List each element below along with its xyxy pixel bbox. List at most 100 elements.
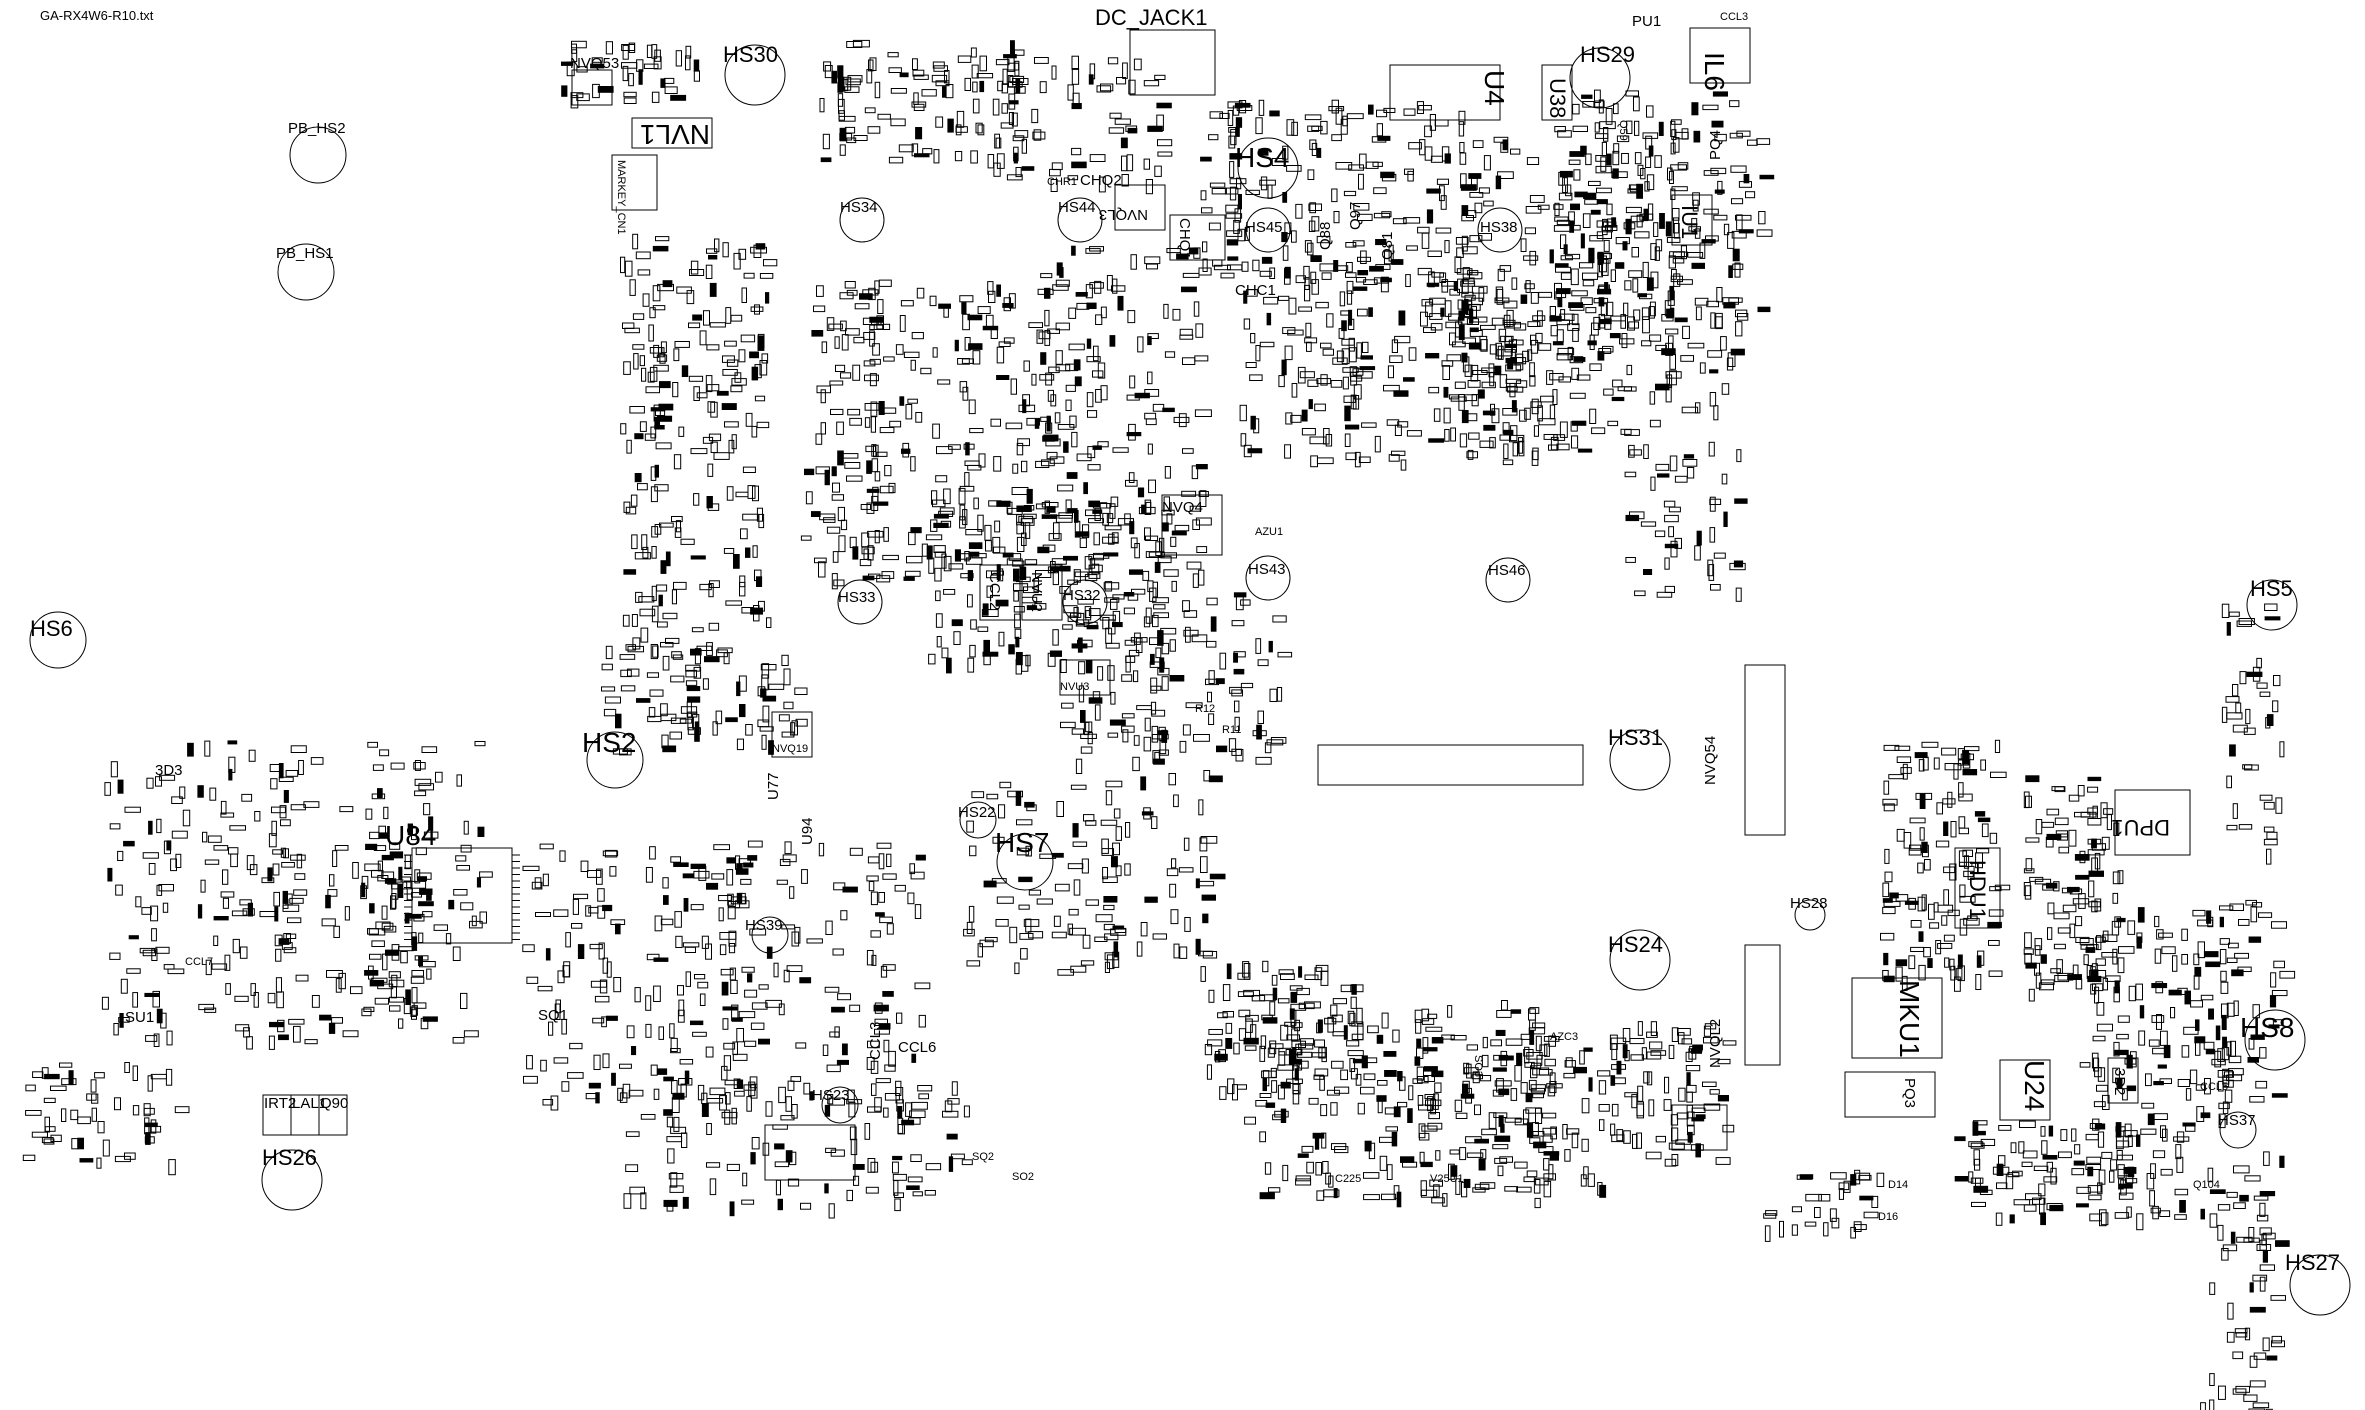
- smd-footprint: [723, 1042, 736, 1050]
- smd-footprint: [1317, 1019, 1323, 1033]
- smd-footprint: [832, 551, 839, 563]
- smd-footprint: [2232, 724, 2248, 733]
- smd-footprint: [50, 1134, 62, 1142]
- smd-footprint: [1531, 450, 1539, 466]
- smd-footprint: [1553, 225, 1571, 232]
- smd-footprint: [1169, 639, 1176, 652]
- smd-footprint: [1943, 821, 1949, 836]
- smd-footprint: [1598, 99, 1604, 114]
- smd-footprint: [1918, 931, 1924, 942]
- smd-footprint: [239, 899, 252, 906]
- smd-footprint: [998, 804, 1006, 819]
- smd-footprint: [1570, 268, 1579, 286]
- smd-footprint: [912, 1191, 923, 1197]
- smd-footprint: [2175, 1144, 2182, 1160]
- smd-footprint: [1963, 917, 1980, 926]
- smd-footprint: [1207, 1039, 1223, 1047]
- smd-footprint: [825, 920, 833, 935]
- smd-footprint: [2150, 1163, 2156, 1179]
- smd-footprint: [1672, 258, 1685, 264]
- smd-footprint: [820, 157, 832, 163]
- smd-footprint: [1262, 960, 1269, 973]
- smd-footprint: [1007, 507, 1023, 515]
- smd-footprint: [635, 591, 643, 603]
- smd-footprint: [1006, 174, 1023, 181]
- smd-footprint: [2019, 1120, 2036, 1128]
- smd-footprint: [1564, 253, 1581, 260]
- smd-footprint: [1490, 1039, 1503, 1047]
- smd-footprint: [1040, 273, 1053, 279]
- smd-footprint: [1888, 774, 1905, 780]
- smd-footprint: [1258, 148, 1269, 156]
- smd-footprint: [886, 853, 892, 868]
- smd-footprint: [966, 921, 973, 935]
- smd-footprint: [1883, 780, 1890, 795]
- smd-footprint: [534, 877, 542, 889]
- smd-footprint: [1353, 203, 1370, 211]
- smd-footprint: [1391, 259, 1404, 265]
- smd-footprint: [2229, 903, 2244, 911]
- smd-footprint: [1623, 1130, 1631, 1144]
- smd-footprint: [1211, 188, 1227, 195]
- nvu3-outline: [1021, 564, 1063, 621]
- smd-footprint: [1071, 147, 1082, 156]
- smd-footprint: [1479, 1075, 1492, 1082]
- smd-footprint: [1375, 239, 1387, 246]
- smd-footprint: [390, 762, 405, 770]
- smd-footprint: [1478, 287, 1485, 302]
- smd-footprint: [2214, 1050, 2222, 1068]
- smd-footprint: [2273, 960, 2286, 969]
- smd-footprint: [1633, 309, 1641, 321]
- smd-footprint: [1686, 1091, 1693, 1103]
- smd-footprint: [94, 1072, 105, 1079]
- smd-footprint: [2012, 1170, 2023, 1177]
- smd-footprint: [1428, 1112, 1441, 1120]
- smd-footprint: [1556, 329, 1564, 343]
- smd-footprint: [2048, 1125, 2054, 1137]
- smd-footprint: [693, 386, 700, 402]
- smd-footprint: [1764, 1225, 1771, 1242]
- smd-footprint: [1250, 1024, 1257, 1040]
- smd-footprint: [1494, 1135, 1511, 1142]
- smd-footprint: [709, 1087, 726, 1096]
- smd-footprint: [2270, 1295, 2286, 1301]
- smd-footprint: [2046, 833, 2062, 840]
- smd-footprint: [1430, 155, 1444, 163]
- smd-footprint: [993, 456, 1002, 472]
- smd-footprint: [1743, 174, 1750, 184]
- smd-footprint: [418, 932, 424, 943]
- smd-footprint: [970, 150, 978, 164]
- smd-footprint: [1235, 117, 1243, 128]
- smd-footprint: [1394, 335, 1411, 344]
- smd-footprint: [1703, 1103, 1721, 1111]
- large-components: DC_JACK1 U4 U38 IL6 PU1 CCL3 IU1 NVL1 NV…: [125, 5, 2228, 1223]
- smd-footprint: [1055, 350, 1063, 365]
- smd-footprint: [1109, 112, 1122, 119]
- smd-footprint: [1702, 104, 1719, 111]
- smd-footprint: [705, 1046, 714, 1058]
- smd-footprint: [638, 596, 655, 603]
- smd-footprint: [413, 913, 425, 922]
- smd-footprint: [874, 471, 881, 482]
- smd-footprint: [654, 49, 661, 62]
- smd-footprint: [2233, 1165, 2250, 1174]
- smd-footprint: [2097, 1131, 2105, 1148]
- smd-footprint: [761, 734, 767, 750]
- smd-footprint: [248, 749, 256, 762]
- smd-footprint: [666, 1116, 674, 1128]
- hole-hs29: [1569, 47, 1631, 109]
- smd-footprint: [785, 1150, 793, 1163]
- smd-footprint: [1008, 644, 1015, 655]
- smd-footprint: [781, 924, 796, 930]
- smd-footprint: [722, 1006, 738, 1011]
- smd-footprint: [879, 1023, 891, 1030]
- smd-footprint: [1546, 1083, 1563, 1089]
- smd-footprint: [1929, 922, 1940, 929]
- smd-footprint: [2100, 802, 2108, 819]
- smd-footprint: [1309, 202, 1317, 214]
- smd-footprint: [612, 748, 628, 755]
- smd-footprint: [228, 847, 239, 855]
- smd-footprint: [2111, 920, 2120, 936]
- smd-footprint: [1350, 996, 1357, 1009]
- smd-footprint: [834, 336, 840, 349]
